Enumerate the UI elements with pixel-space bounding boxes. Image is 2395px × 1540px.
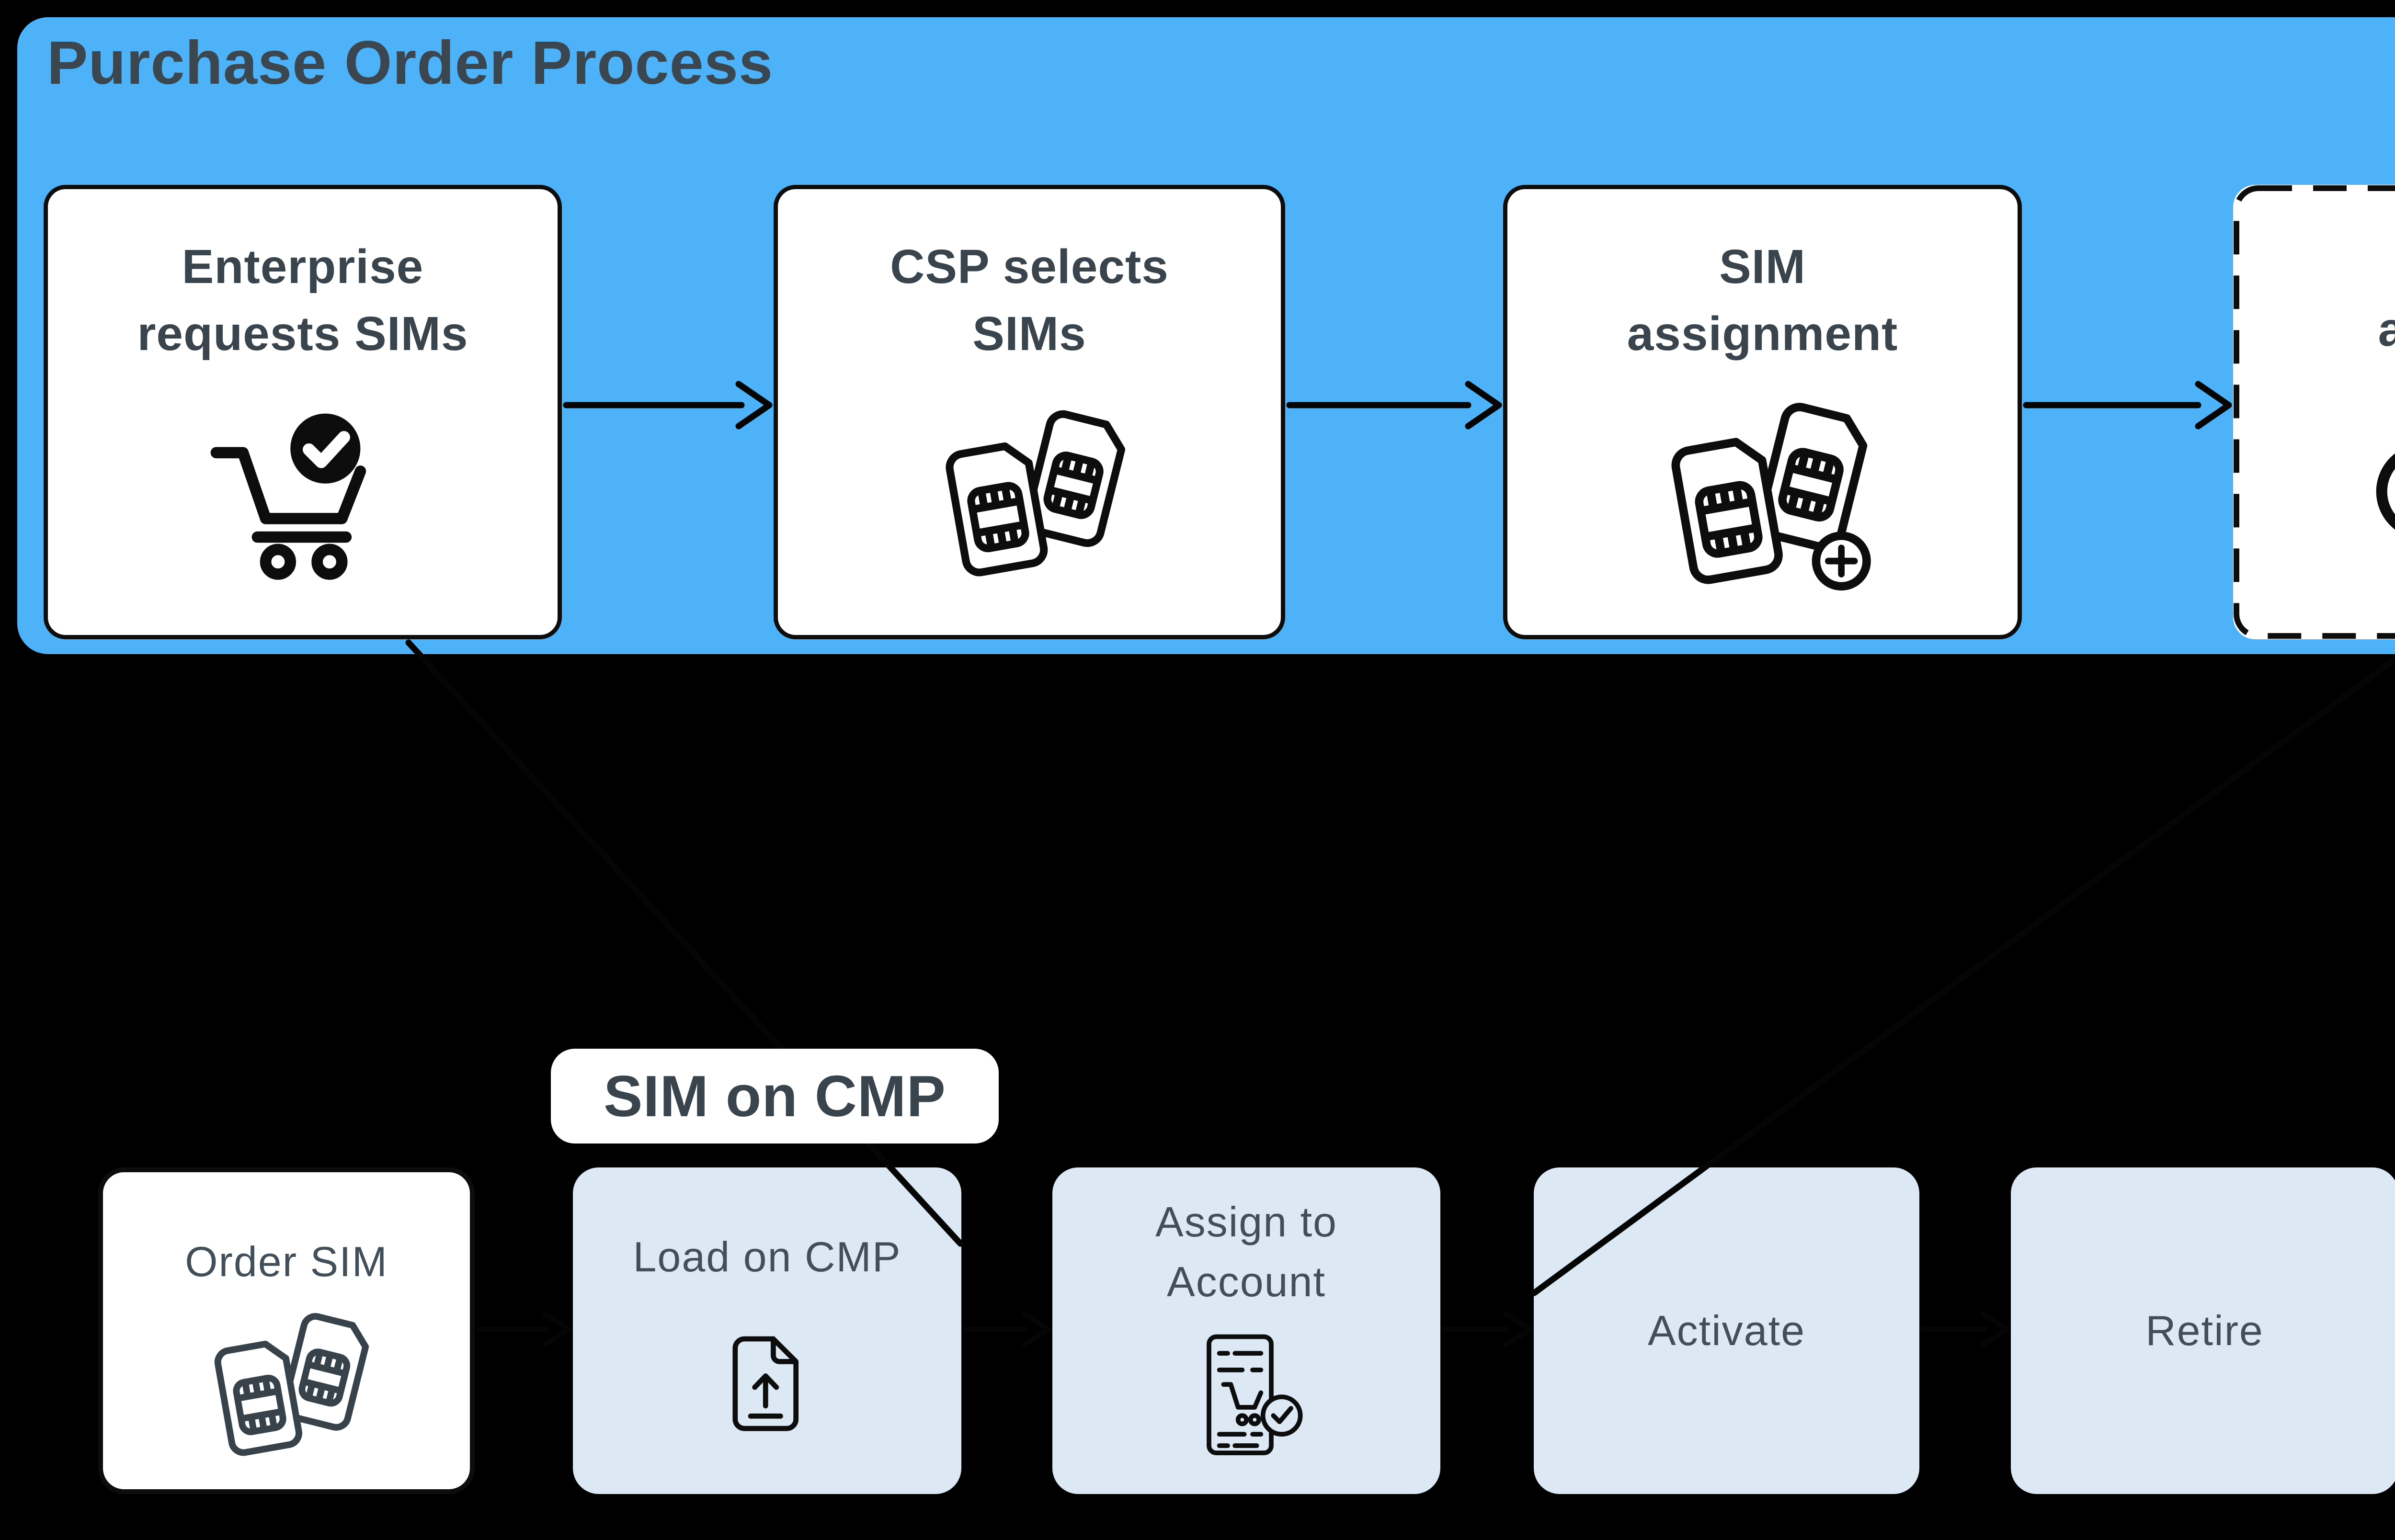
page-title: Purchase Order Process xyxy=(47,29,774,97)
lifecycle-step-label: Load on CMP xyxy=(633,1233,901,1280)
lifecycle-step-retire: Retire xyxy=(2011,1167,2395,1494)
lifecycle-step-label: Retire xyxy=(2145,1306,2264,1354)
sim-cards-icon xyxy=(214,1313,369,1456)
process-step-enterprise-requests-sims: Enterprise requests SIMs xyxy=(44,185,562,639)
lifecycle-step-label: Order SIM xyxy=(185,1238,388,1285)
lifecycle-step-label: Assign to Account xyxy=(1155,1198,1337,1305)
dashed-border xyxy=(2234,185,2395,639)
lifecycle-step-label: Activate xyxy=(1647,1306,1806,1354)
sim-cards-icon xyxy=(946,410,1126,576)
lifecycle-arrow-2-3 xyxy=(962,1311,1051,1348)
process-step-sim-assignment: SIM assignment xyxy=(1503,185,2022,639)
cmp-badge: SIM on CMP xyxy=(551,1049,999,1144)
lifecycle-arrow-3-4 xyxy=(1441,1311,1533,1348)
process-step-label: Enterprise requests SIMs xyxy=(137,240,468,361)
sim-cards-plus-icon xyxy=(1671,402,1871,590)
process-step-sim-activation: SIM activation xyxy=(2233,185,2395,639)
cart-check-icon xyxy=(210,413,366,580)
cross-link-enterprise-to-load xyxy=(405,639,964,1247)
order-check-icon xyxy=(1207,1334,1303,1455)
process-step-label: SIM activation xyxy=(2378,303,2395,356)
lifecycle-arrow-1-2 xyxy=(476,1311,572,1348)
process-step-label: SIM assignment xyxy=(1627,240,1898,361)
process-step-csp-selects-sims: CSP selects SIMs xyxy=(774,185,1285,639)
lifecycle-step-load-on-cmp: Load on CMP xyxy=(573,1167,961,1494)
toggle-on-icon xyxy=(2376,453,2395,530)
lifecycle-step-assign-to-account: Assign to Account xyxy=(1052,1167,1440,1494)
lifecycle-step-order-sim: Order SIM xyxy=(98,1167,475,1494)
process-step-label: CSP selects SIMs xyxy=(890,240,1169,361)
lifecycle-arrow-4-5 xyxy=(1920,1311,2010,1348)
upload-document-icon xyxy=(732,1336,799,1431)
lifecycle-step-activate: Activate xyxy=(1534,1167,1919,1494)
